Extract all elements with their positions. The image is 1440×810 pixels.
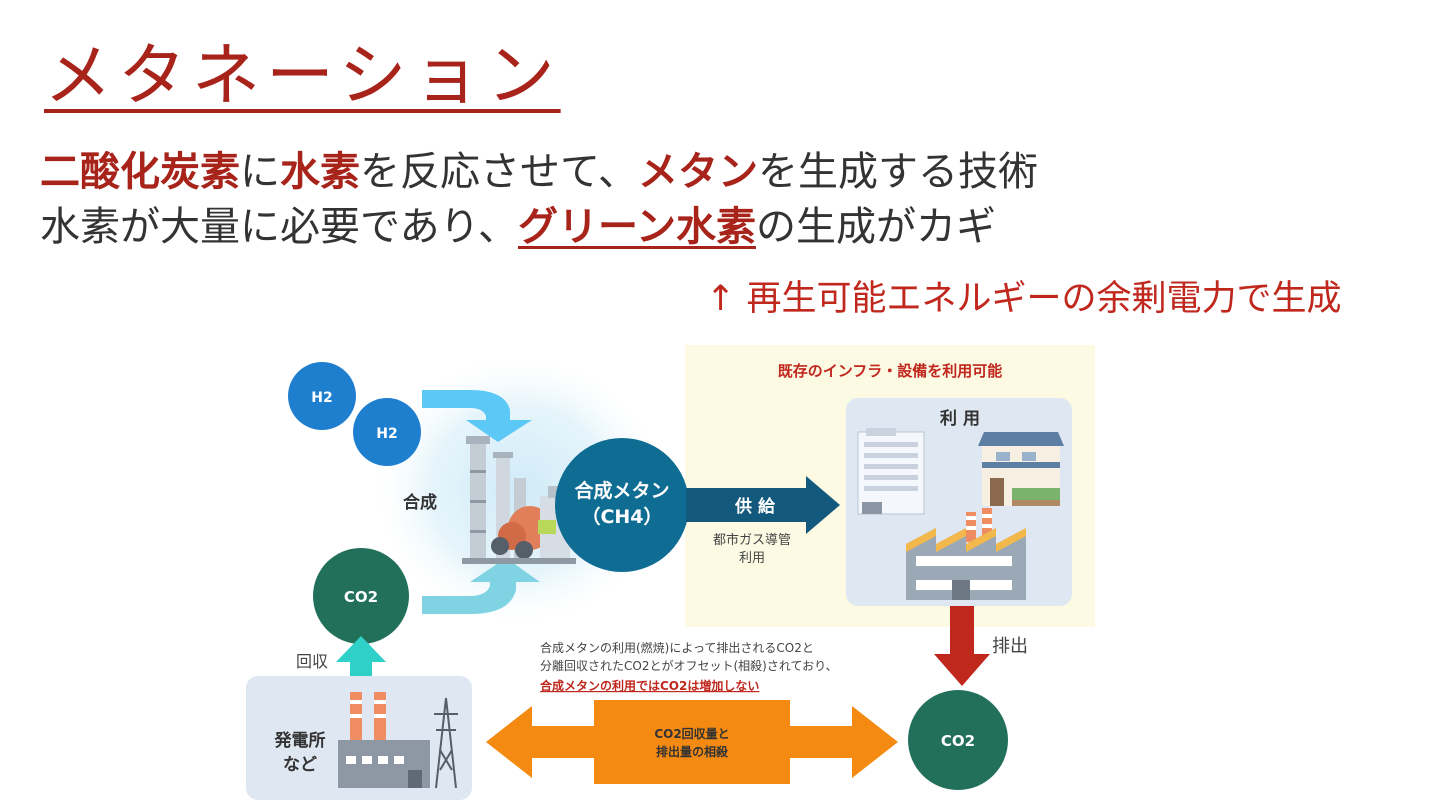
subtitle-line-1: 二酸化炭素に水素を反応させて、メタンを生成する技術 [40,148,1038,196]
hydrogen-label-1: H2 [311,390,332,406]
text-segment: を生成する技術 [758,149,1038,195]
gas-pipeline-sublabel: 利用 [739,551,765,566]
hydrogen-molecule-2 [353,398,421,466]
supply-label: 供 給 [734,496,776,517]
keyword-methane: メタン [638,149,758,195]
co2-captured-label: CO2 [344,588,378,606]
power-plant-sublabel: など [283,755,317,775]
collect-arrow [336,636,386,686]
supply-arrow [686,476,840,534]
page-title: メタネーション [44,37,561,116]
co2-captured-node [313,548,409,644]
synthesis-plant-icon [462,436,576,564]
transmission-tower-icon [434,697,458,789]
usage-label: 利 用 [940,408,980,429]
text-segment: を反応させて、 [360,149,638,195]
co2-emitted-node [908,690,1008,790]
methane-formula: （CH4） [581,505,662,528]
gas-pipeline-label: 都市ガス導管 [713,532,791,548]
keyword-co2: 二酸化炭素 [40,149,240,195]
factory-icon [906,508,1026,600]
offset-double-arrow [486,700,898,784]
hydrogen-molecule-1 [288,362,356,430]
co2-input-arrow [422,558,540,614]
text-segment: の生成がカギ [756,204,996,250]
text-segment: に [240,149,280,195]
offset-label: CO2回収量と [654,727,729,741]
power-plant-icon [338,692,430,788]
explanation-line-3: 合成メタンの利用ではCO2は増加しない [540,678,759,693]
subtitle-line-2: 水素が大量に必要であり、グリーン水素の生成がカギ [40,203,996,251]
office-building-icon [857,428,925,515]
hydrogen-input-arrow [422,390,532,442]
keyword-hydrogen: 水素 [280,149,360,195]
co2-emitted-label: CO2 [941,732,975,750]
house-icon [978,432,1064,506]
power-plant-label: 発電所 [274,730,326,751]
synthetic-methane-node [555,438,689,572]
explanation-line-2: 分離回収されたCO2とがオフセット(相殺)されており、 [540,658,838,673]
emit-arrow [934,606,990,686]
explanation-line-1: 合成メタンの利用(燃焼)によって排出されるCO2と [540,640,814,655]
text-segment: 水素が大量に必要であり、 [40,204,518,250]
hydrogen-label-2: H2 [376,426,397,442]
collect-label: 回収 [296,652,328,671]
methane-label: 合成メタン [574,479,669,502]
synthesis-label: 合成 [403,492,437,513]
renewable-note: ↑ 再生可能エネルギーの余剰電力で生成 [706,279,1342,319]
offset-sublabel: 排出量の相殺 [656,744,729,759]
keyword-green-hydrogen: グリーン水素 [518,204,756,250]
infra-banner: 既存のインフラ・設備を利用可能 [778,362,1003,380]
emit-label: 排出 [992,636,1028,657]
